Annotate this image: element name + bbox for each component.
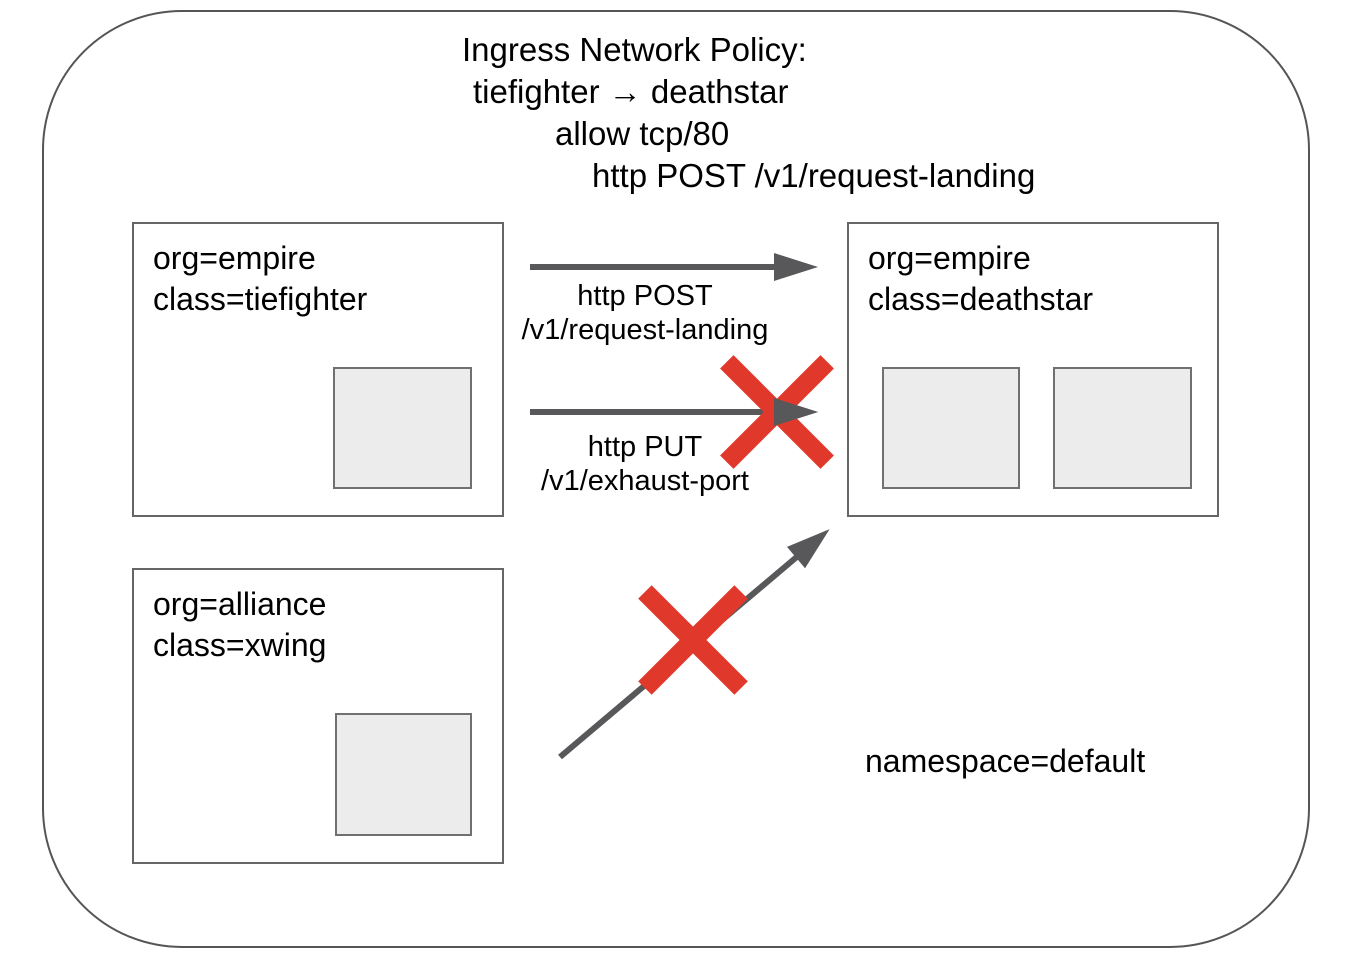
edge-label-method: http PUT <box>587 431 703 463</box>
node-label-class: class=xwing <box>153 627 327 663</box>
edge-label-path: /v1/exhaust-port <box>541 465 749 497</box>
node-deathstar-labels: org=empire class=deathstar <box>868 238 1093 320</box>
node-xwing: org=alliance class=xwing <box>132 568 504 864</box>
edge-label-post: http POST /v1/request-landing <box>495 279 795 347</box>
title-line-flow: tiefighter → deathstar <box>473 73 789 110</box>
arrow-shaft <box>530 409 780 415</box>
node-label-org: org=empire <box>868 240 1031 276</box>
title-line-allow: allow tcp/80 <box>555 115 730 152</box>
pod-square <box>335 713 472 836</box>
node-label-org: org=empire <box>153 240 316 276</box>
allowed-arrow-icon <box>530 252 818 282</box>
arrow-head-icon <box>774 398 818 426</box>
edge-label-method: http POST <box>577 280 713 312</box>
title-line-http: http POST /v1/request-landing <box>592 157 1036 194</box>
cluster-boundary <box>42 10 1310 948</box>
node-tiefighter-labels: org=empire class=tiefighter <box>153 238 367 320</box>
pod-square <box>1053 367 1192 489</box>
arrow-head-icon <box>774 253 818 281</box>
edge-label-path: /v1/request-landing <box>521 314 769 346</box>
pod-square <box>333 367 472 489</box>
node-deathstar: org=empire class=deathstar <box>847 222 1219 517</box>
node-label-org: org=alliance <box>153 586 327 622</box>
arrow-shaft <box>530 264 780 270</box>
title-line-policy: Ingress Network Policy: <box>462 31 807 68</box>
namespace-label: namespace=default <box>865 743 1146 779</box>
node-label-class: class=deathstar <box>868 281 1094 317</box>
edge-label-put: http PUT /v1/exhaust-port <box>495 430 795 498</box>
denied-x-icon <box>638 585 748 695</box>
node-label-class: class=tiefighter <box>153 281 368 317</box>
node-tiefighter: org=empire class=tiefighter <box>132 222 504 517</box>
pod-square <box>882 367 1020 489</box>
node-xwing-labels: org=alliance class=xwing <box>153 584 326 666</box>
